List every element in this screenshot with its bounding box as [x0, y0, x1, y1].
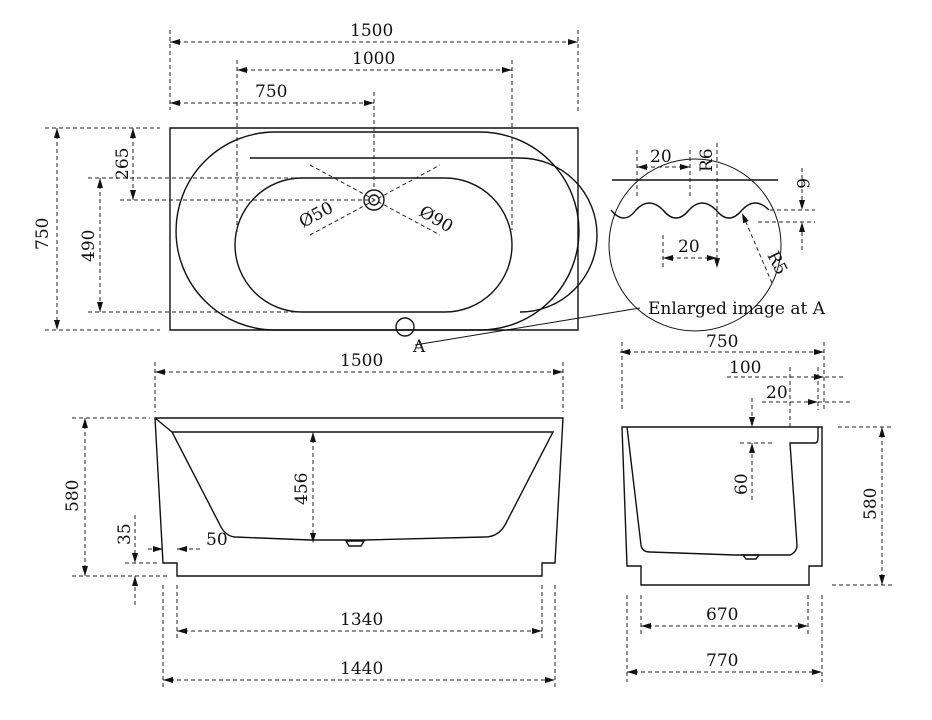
- detail-leader: [414, 307, 641, 346]
- dim-lip: 20: [766, 383, 788, 403]
- drain-dia-large: Ø90: [416, 202, 457, 237]
- side-outline: [621, 426, 823, 586]
- detail-view: 20 R6 20 6 R5 Enlarged image at A: [608, 143, 826, 332]
- detail-a-marker: [395, 317, 415, 337]
- dim-inset: 50: [206, 530, 228, 550]
- dim-ledge-drop: 60: [732, 473, 752, 495]
- scalloped-edge: [610, 202, 770, 219]
- detail-radius-top: R6: [697, 148, 717, 172]
- dim-side-base-inner: 670: [706, 605, 738, 625]
- dim-front-height: 580: [63, 480, 83, 512]
- dim-base-step: 35: [115, 523, 135, 545]
- dim-top-width: 1500: [350, 21, 393, 41]
- side-drain: [741, 554, 761, 560]
- dim-side-height: 580: [861, 488, 881, 520]
- detail-pitch-bottom: 20: [678, 237, 700, 257]
- front-rim-edge: [154, 417, 173, 433]
- detail-label: Enlarged image at A: [648, 299, 826, 319]
- dim-line-radius-bottom: [741, 212, 773, 284]
- front-outline: [154, 417, 564, 577]
- dim-inner-depth: 456: [292, 473, 312, 505]
- top-view-outline: [169, 127, 579, 331]
- dim-top-depth: 750: [33, 218, 53, 250]
- side-view: 750 100 20 60 580 670 770: [620, 332, 892, 682]
- dim-side-base-outer: 770: [706, 651, 738, 671]
- dim-ledge: 100: [729, 358, 761, 378]
- dim-drain-offset: 750: [255, 82, 287, 102]
- dim-base-inner: 1340: [340, 610, 383, 630]
- dim-basin-depth: 490: [79, 230, 99, 262]
- dim-front-width: 1500: [340, 351, 383, 371]
- detail-pitch-top: 20: [650, 147, 672, 167]
- detail-circle: [608, 158, 782, 332]
- top-view: A 1500 1000 750 750 265 490 Ø50 Ø90: [33, 21, 641, 357]
- dim-top-inner-width: 1000: [352, 49, 395, 69]
- detail-marker-label: A: [412, 337, 426, 357]
- side-basin: [626, 426, 819, 556]
- detail-radius-bottom: R5: [763, 248, 792, 278]
- drain-leader-line: [309, 164, 441, 236]
- dim-side-width: 750: [706, 332, 738, 352]
- drain-dia-small: Ø50: [296, 198, 337, 232]
- basin-oval: [234, 177, 513, 313]
- outer-rim-oval: [175, 131, 580, 331]
- front-basin: [170, 431, 555, 541]
- dim-base-outer: 1440: [340, 659, 383, 679]
- front-view: 1500 580 456 35 50 1340 1440: [63, 351, 564, 690]
- front-drain: [344, 540, 366, 547]
- drain-outer: [363, 189, 385, 211]
- detail-wave-height: 6: [792, 178, 812, 189]
- dim-rim-offset: 265: [113, 148, 133, 180]
- inner-rim-line: [250, 157, 598, 313]
